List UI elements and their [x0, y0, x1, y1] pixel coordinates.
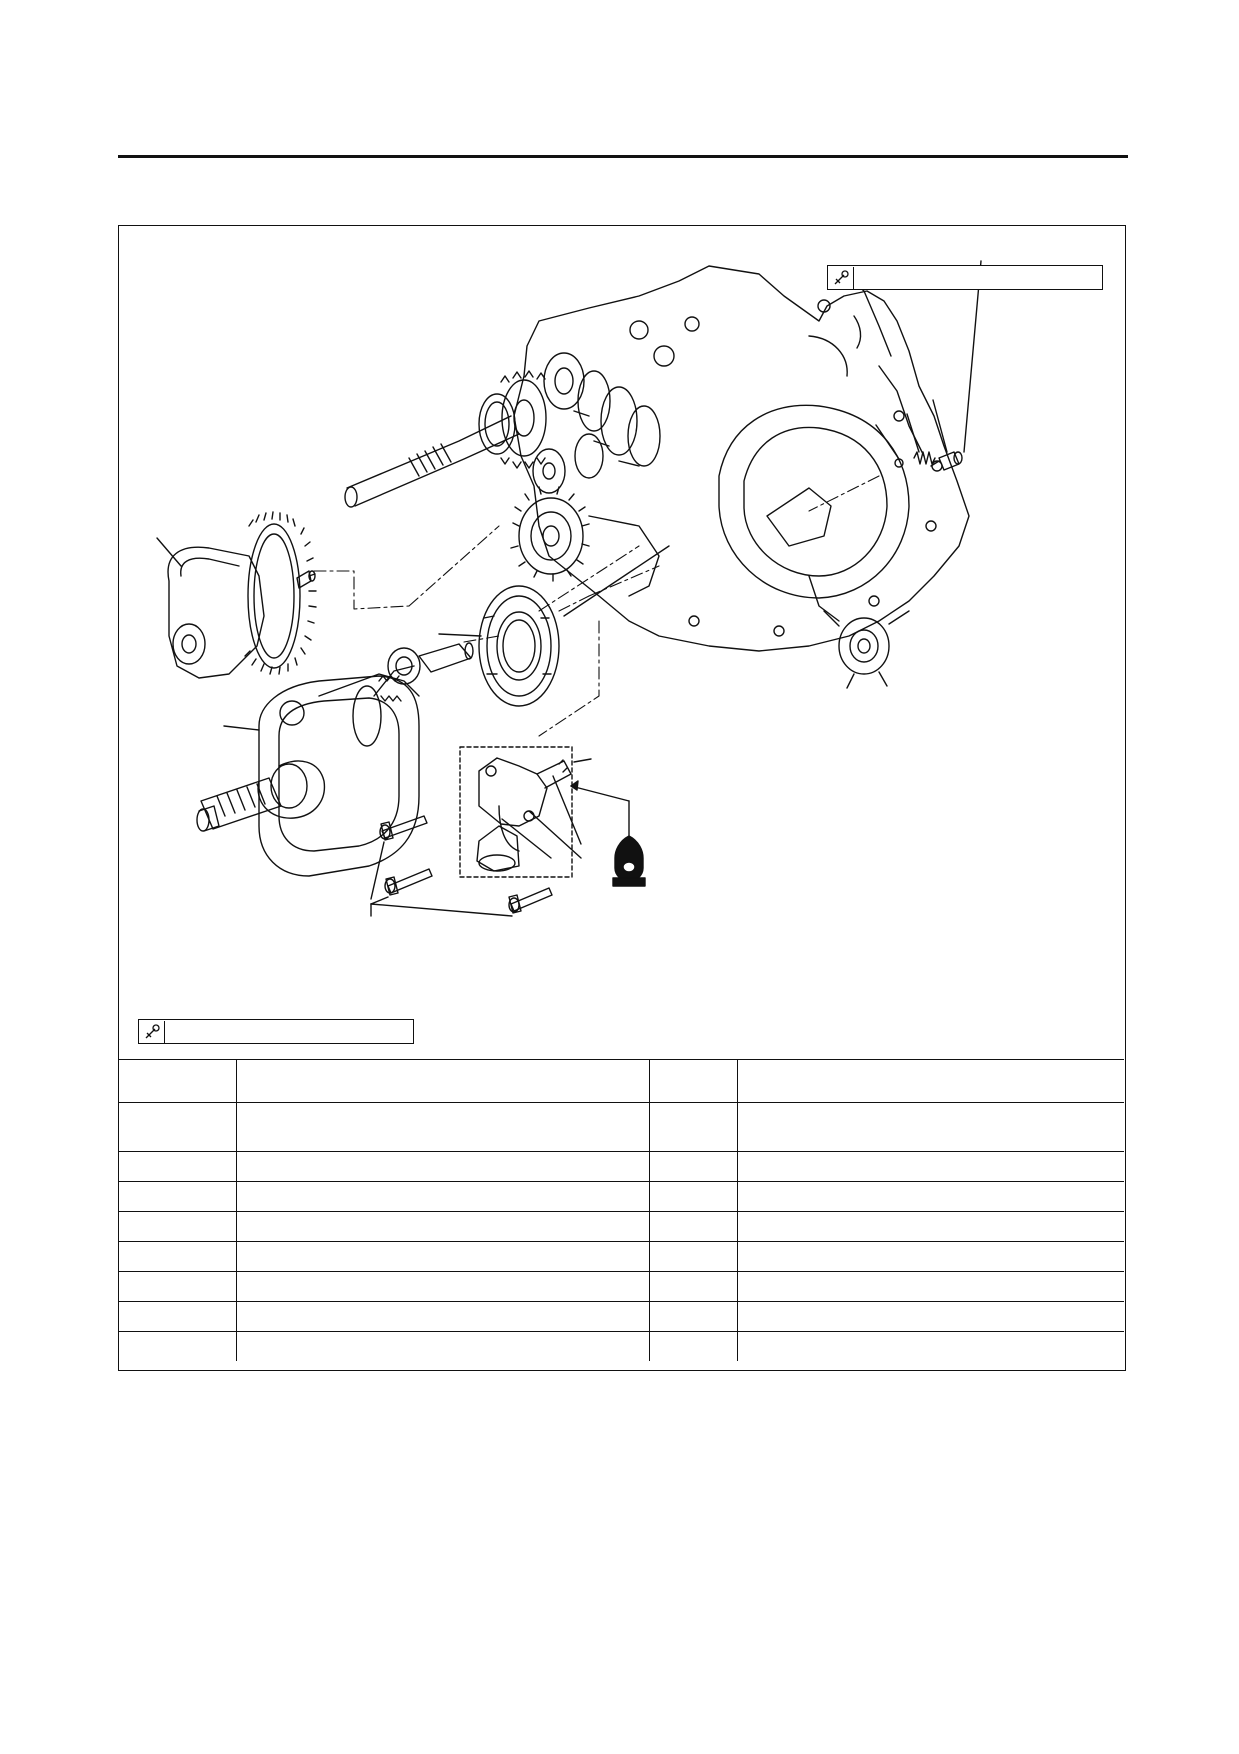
crankcase-housing: [513, 265, 970, 689]
table-cell: [737, 1331, 1124, 1361]
table-cell: [737, 1301, 1124, 1332]
table-cell: [119, 1241, 237, 1272]
table-header-row: [119, 1059, 1124, 1103]
table-cell: [737, 1211, 1124, 1242]
table-row: [119, 1241, 1124, 1272]
table-cell: [649, 1301, 738, 1332]
balancer-shaft: [156, 511, 317, 679]
header-rule: [118, 155, 1128, 158]
table-cell: [119, 1301, 237, 1332]
crankshaft-bearing: [438, 585, 560, 707]
pump-drive-gear: [510, 486, 660, 597]
transmission-shafts: [344, 352, 661, 508]
relief-plug-assembly: [875, 260, 982, 471]
table-cell: [737, 1102, 1124, 1152]
table-cell: [649, 1331, 738, 1361]
table-cell: [649, 1211, 738, 1242]
parts-table: [119, 1059, 1124, 1361]
table-cell: [737, 1151, 1124, 1182]
table-row: [119, 1211, 1124, 1242]
torque-spec-box-top: [827, 265, 1103, 290]
wrench-torque-icon: [828, 266, 854, 289]
table-cell: [119, 1271, 237, 1302]
table-row: [119, 1271, 1124, 1302]
table-row: [119, 1102, 1124, 1152]
table-row: [119, 1151, 1124, 1182]
oil-can-symbol: [570, 780, 646, 887]
table-cell: [236, 1181, 650, 1212]
table-cell: [236, 1211, 650, 1242]
column-header: [119, 1059, 237, 1103]
table-cell: [737, 1181, 1124, 1212]
assembly-centerlines: [313, 475, 880, 737]
crankshaft-assembly: [196, 642, 474, 877]
exploded-view-diagram: [119, 226, 1124, 1059]
table-row: [119, 1301, 1124, 1332]
oil-pump-bolts: [370, 810, 582, 917]
table-cell: [236, 1271, 650, 1302]
table-cell: [119, 1102, 237, 1152]
table-cell: [236, 1301, 650, 1332]
crankcase-exploded-illustration: [156, 260, 982, 917]
table-row: [119, 1181, 1124, 1212]
table-cell: [649, 1241, 738, 1272]
table-cell: [119, 1151, 237, 1182]
table-cell: [649, 1181, 738, 1212]
table-cell: [119, 1181, 237, 1212]
column-header: [236, 1059, 650, 1103]
column-header: [649, 1059, 738, 1103]
table-cell: [236, 1241, 650, 1272]
oil-pump-assembly: [459, 746, 592, 878]
table-cell: [649, 1151, 738, 1182]
column-header: [737, 1059, 1124, 1103]
table-cell: [119, 1211, 237, 1242]
table-cell: [236, 1102, 650, 1152]
table-cell: [737, 1241, 1124, 1272]
table-cell: [737, 1271, 1124, 1302]
exploded-view-frame: [118, 225, 1126, 1371]
wrench-torque-icon: [139, 1020, 165, 1043]
table-row: [119, 1331, 1124, 1361]
table-cell: [649, 1102, 738, 1152]
table-cell: [236, 1331, 650, 1361]
table-cell: [119, 1331, 237, 1361]
table-cell: [649, 1271, 738, 1302]
table-cell: [236, 1151, 650, 1182]
misc-leader-lines: [563, 545, 670, 617]
torque-spec-box-bottom: [138, 1019, 414, 1044]
